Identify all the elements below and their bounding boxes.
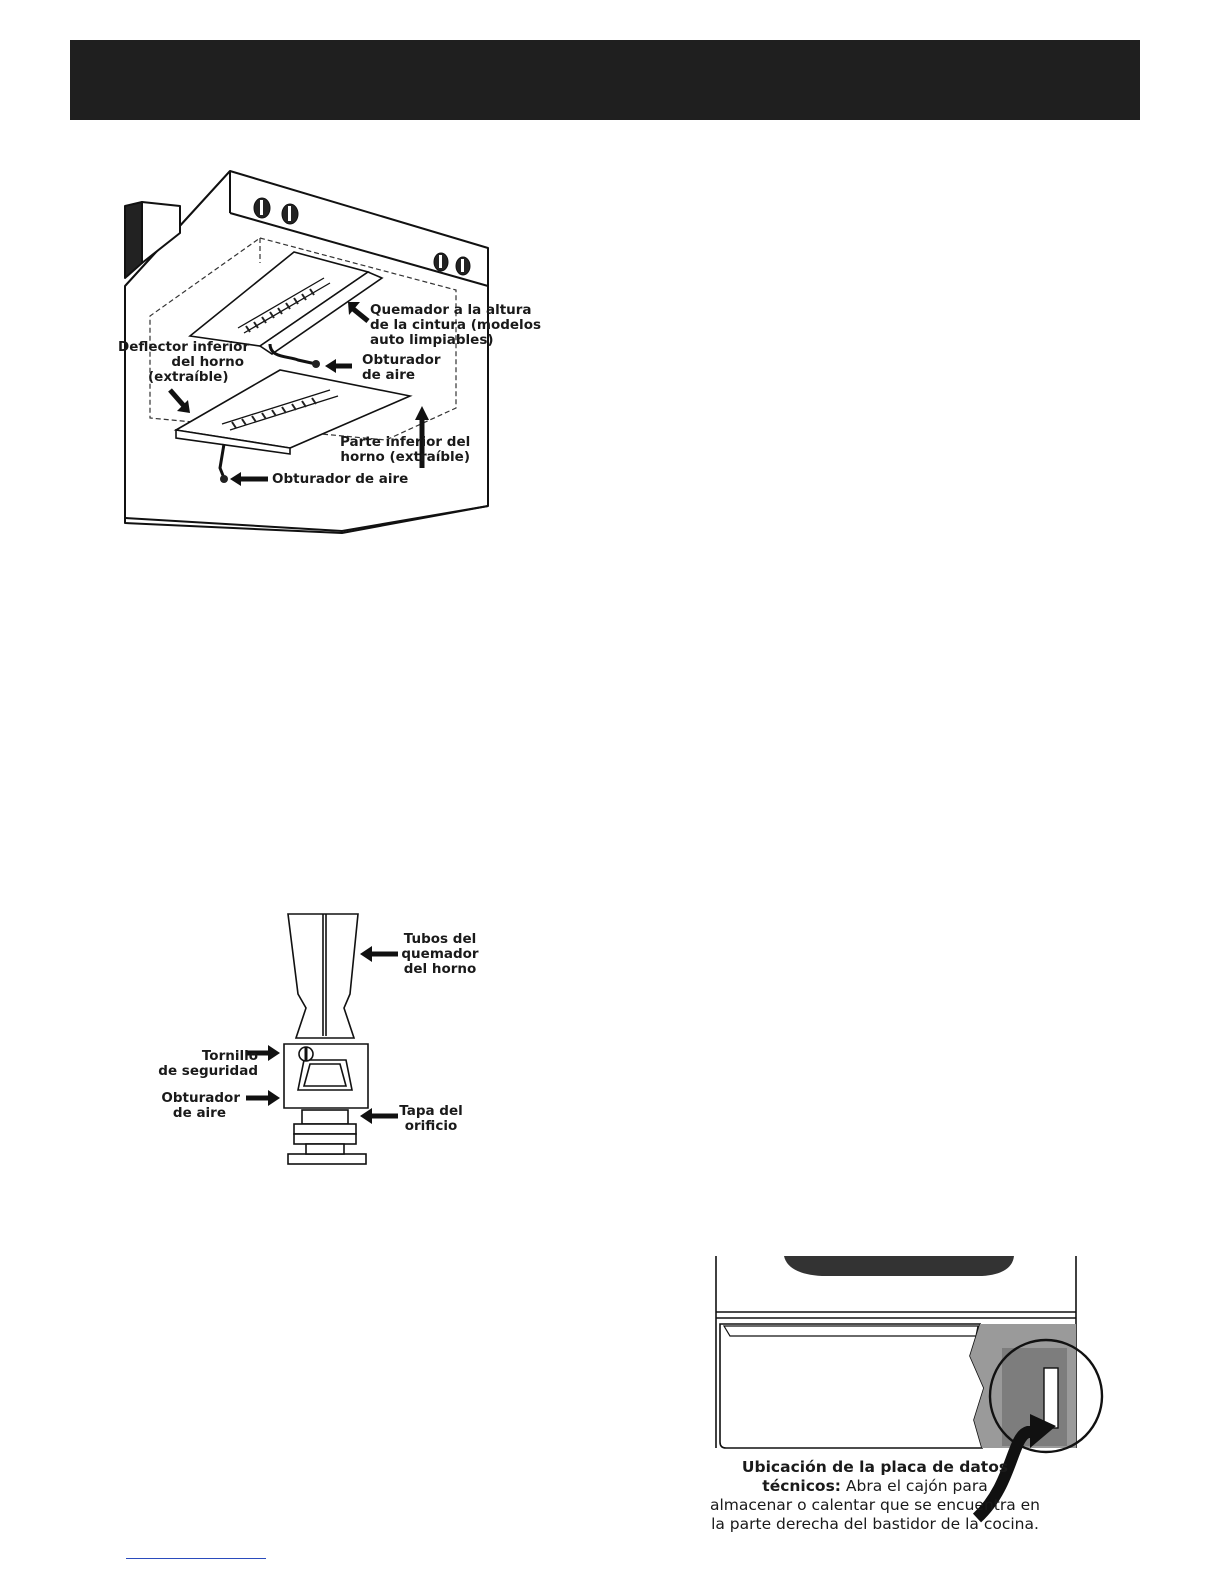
oven-burner-diagram [124, 170, 489, 534]
label-safety-screw: Tornillo de seguridad [158, 1048, 258, 1079]
label-orifice-cap: Tapa del orificio [399, 1103, 463, 1134]
label-lower-deflector: Deflector inferior del horno (extraíble) [118, 339, 250, 385]
caption-line-3: almacenar o calentar que se encuentra en [709, 1496, 1041, 1514]
burner-tube-diagram [283, 913, 369, 1165]
header-bar [70, 40, 1140, 120]
footer-link-underline[interactable] [126, 1558, 266, 1559]
label-waist-high-burner: Quemador a la altura de la cintura (mode… [370, 302, 541, 348]
burner-tube-arrows [246, 946, 398, 1124]
label-air-shutter: Obturador de aire [161, 1090, 240, 1121]
caption-bold-2: técnicos: [762, 1477, 841, 1495]
label-burner-tubes: Tubos del quemador del horno [401, 931, 479, 977]
label-oven-bottom: Parte inferior del horno (extraíble) [340, 434, 471, 465]
caption-line-4: la parte derecha del bastidor de la coci… [711, 1515, 1039, 1533]
data-plate-caption: Ubicación de la placa de datos técnicos:… [700, 1458, 1050, 1534]
caption-rest-2: Abra el cajón para [841, 1477, 988, 1495]
data-plate-location-diagram [715, 1256, 1104, 1523]
label-air-shutter-bottom: Obturador de aire [272, 471, 409, 487]
label-air-shutter-top: Obturador de aire [362, 352, 441, 383]
caption-bold-1: Ubicación de la placa de datos [741, 1458, 1009, 1476]
